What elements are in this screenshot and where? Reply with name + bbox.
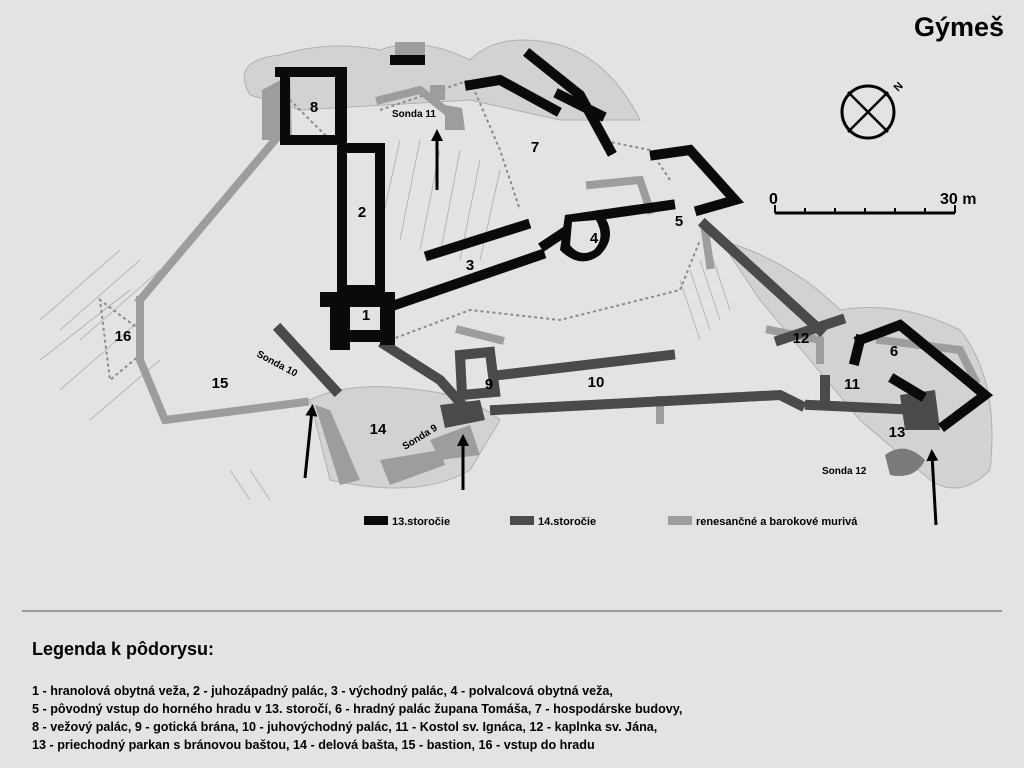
tower-4-semicircular	[560, 210, 610, 262]
room-label-8: 8	[310, 99, 318, 116]
divider-line	[22, 610, 1002, 612]
scale-bar: 0 30 m	[769, 191, 976, 215]
room-label-1: 1	[362, 307, 370, 324]
probe-label-12: Sonda 12	[822, 466, 867, 477]
room-label-14: 14	[370, 421, 387, 438]
room-label-13: 13	[889, 424, 906, 441]
probe-label-11: Sonda 11	[392, 109, 436, 120]
tower-1-block	[320, 292, 395, 350]
key-swatch-ren	[668, 516, 692, 525]
14th-century-bastion	[440, 390, 940, 430]
scale-zero-label: 0	[769, 191, 778, 208]
compass: N	[840, 80, 906, 140]
room-numbers: 1 2 3 4 5 6 7 8 9 10 11 12 13 14 15 16	[115, 99, 906, 441]
14th-century-walls	[272, 217, 926, 416]
room-label-16: 16	[115, 328, 132, 345]
legend-text: 1 - hranolová obytná veža, 2 - juhozápad…	[32, 682, 682, 754]
arrow-bastion-15	[303, 404, 318, 479]
room-label-6: 6	[890, 343, 898, 360]
castle-floor-plan: 1 2 3 4 5 6 7 8 9 10 11 12 13 14 15 16 S…	[39, 39, 994, 528]
key-label-14: 14.storočie	[538, 516, 596, 528]
room-label-9: 9	[485, 376, 493, 393]
room-label-5: 5	[675, 213, 683, 230]
key-swatch-14	[510, 516, 534, 525]
room-label-12: 12	[793, 330, 810, 347]
map-title: Gýmeš	[913, 12, 1004, 42]
legend-line: 8 - vežový palác, 9 - gotická brána, 10 …	[32, 720, 658, 734]
room-label-15: 15	[212, 375, 229, 392]
legend-line: 1 - hranolová obytná veža, 2 - juhozápad…	[32, 684, 613, 698]
arrow-parkan-13	[926, 449, 939, 526]
key-swatch-13	[364, 516, 388, 525]
terrain-vegetation	[243, 39, 993, 489]
room-label-11: 11	[844, 376, 860, 393]
room-label-7: 7	[531, 139, 539, 156]
dotted-outer-walls	[98, 78, 701, 382]
legend-heading: Legenda k pôdorysu:	[32, 639, 215, 659]
renaissance-baroque-bastions	[262, 42, 480, 485]
room-label-4: 4	[590, 230, 599, 247]
entrance-arrows	[303, 129, 939, 526]
room-label-10: 10	[588, 374, 605, 391]
scale-max-label: 30 m	[940, 191, 976, 208]
key-label-ren: renesančné a barokové murivá	[696, 516, 858, 528]
legend-line: 5 - pôvodný vstup do horného hradu v 13.…	[32, 702, 683, 716]
legend-line: 13 - priechodný parkan s bránovou baštou…	[32, 738, 595, 752]
room-label-2: 2	[358, 204, 366, 221]
probe-label-10: Sonda 10	[255, 349, 300, 380]
room-label-3: 3	[466, 257, 474, 274]
key-label-13: 13.storočie	[392, 516, 450, 528]
probe-12-structure	[885, 448, 925, 476]
north-label: N	[892, 80, 906, 94]
color-key: 13.storočie 14.storočie renesančné a bar…	[364, 516, 858, 528]
